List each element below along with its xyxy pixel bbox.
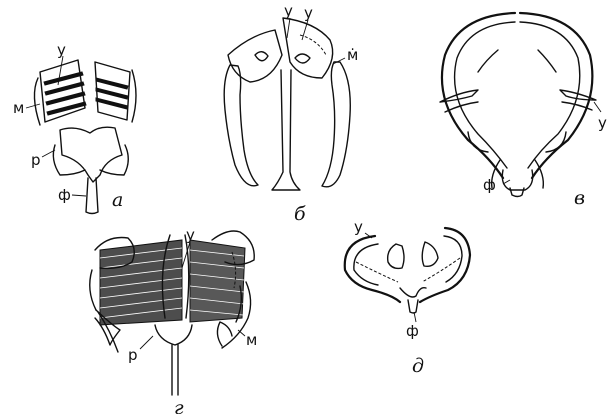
panel-b-caption: б [294,203,306,225]
panel-g-label-r: р [128,346,138,364]
panel-b-label-u1: у [284,2,293,20]
panel-v [440,13,601,197]
panel-g-label-m: м [246,331,257,349]
panel-g-label-u: у [186,226,195,244]
panel-v-label-f: ф [483,176,496,194]
panel-d-caption: д [412,355,424,377]
panel-d-label-f: ф [406,322,419,340]
panel-a-label-f: ф [58,186,71,204]
panel-a-label-m: м [13,99,24,117]
panel-b [224,18,350,190]
panel-d [345,228,470,322]
panel-g [90,231,254,395]
panel-a-caption: а [112,189,123,211]
panel-g-caption: г [174,397,184,414]
panel-a-label-u: у [57,41,66,59]
panel-v-caption: в [574,187,585,209]
panel-b-label-u2: у [304,4,313,22]
panel-b-label-m: м̇ [347,46,358,64]
panel-a-label-r: р [31,151,41,169]
panel-v-label-u: у [598,114,607,132]
panel-d-label-u: у [354,218,363,236]
